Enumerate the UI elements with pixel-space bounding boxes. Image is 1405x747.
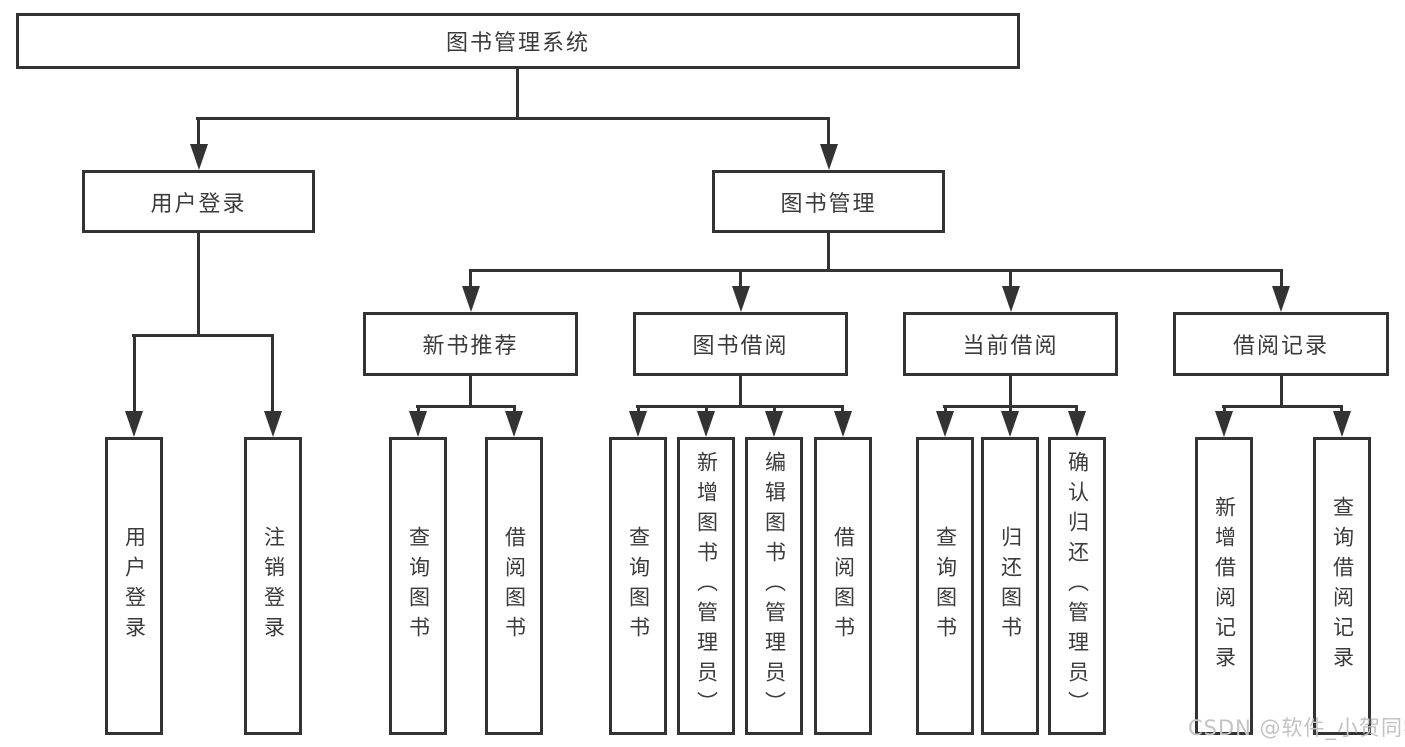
node-user-login: 用户登录 [82, 170, 315, 233]
node-borrowing-records: 借阅记录 [1173, 312, 1389, 376]
connector-root-stem [516, 69, 519, 118]
connector-leaf-drop [637, 405, 640, 415]
leaf-newbook-borrow-books-label: 借阅图书 [502, 526, 527, 646]
node-new-book-recommend-label: 新书推荐 [422, 334, 519, 359]
arrow-down-icon [409, 411, 427, 437]
leaf-borrowing-query-books: 查询图书 [609, 437, 667, 735]
leaf-logout: 注销登录 [244, 437, 302, 735]
connector-leaf-drop [841, 405, 844, 415]
node-new-book-recommend: 新书推荐 [363, 312, 578, 376]
connector-borrowing-rail [636, 405, 844, 408]
connector-leaf-drop [513, 405, 516, 415]
connector-user-login-rail [132, 334, 274, 337]
connector-leaf-drop [271, 334, 274, 413]
node-book-management-system-label: 图书管理系统 [445, 31, 590, 56]
node-book-management-system: 图书管理系统 [16, 13, 1020, 69]
arrow-down-icon [936, 411, 954, 437]
watermark: CSDN @软件_小贺同学 [1188, 716, 1405, 740]
leaf-current-confirm-return-admin-label: 确认归还（管理员） [1065, 451, 1090, 721]
connector-leaf-drop [133, 334, 136, 413]
leaf-newbook-query-books-label: 查询图书 [406, 526, 431, 646]
leaf-borrowing-add-books-admin: 新增图书（管理员） [677, 437, 735, 735]
arrow-down-icon [1002, 286, 1020, 312]
node-current-borrowing-label: 当前借阅 [962, 334, 1059, 359]
connector-leaf-drop [773, 405, 776, 415]
arrow-down-icon [505, 411, 523, 437]
node-user-login-label: 用户登录 [150, 191, 247, 217]
connector-book-mgmt-drop [827, 117, 830, 146]
node-borrowing-records-label: 借阅记录 [1232, 334, 1329, 359]
connector-borrowing-stem [739, 376, 742, 407]
leaf-records-add-record-label: 新增借阅记录 [1212, 496, 1237, 676]
leaf-newbook-query-books: 查询图书 [389, 437, 447, 735]
node-current-borrowing: 当前借阅 [903, 312, 1118, 376]
connector-newbook-rail [416, 405, 515, 408]
arrow-down-icon [1215, 411, 1233, 437]
leaf-borrowing-edit-books-admin: 编辑图书（管理员） [745, 437, 803, 735]
arrow-down-icon [462, 286, 480, 312]
connector-leaf-drop [417, 405, 420, 415]
leaf-borrowing-query-books-label: 查询图书 [626, 526, 651, 646]
connector-leaf-drop [1223, 405, 1226, 415]
connector-leaf-drop [705, 405, 708, 415]
arrow-down-icon [1272, 286, 1290, 312]
arrow-down-icon [1333, 411, 1351, 437]
connector-leaf-drop [1340, 405, 1343, 415]
connector-user-login-stem [197, 233, 200, 335]
connector-module-drop [739, 269, 742, 292]
leaf-records-add-record: 新增借阅记录 [1195, 437, 1253, 735]
leaf-current-query-books: 查询图书 [916, 437, 974, 735]
leaf-current-return-books-label: 归还图书 [998, 526, 1023, 646]
leaf-user-login-label: 用户登录 [122, 526, 147, 646]
connector-leaf-drop [1009, 405, 1012, 415]
connector-records-stem [1280, 376, 1283, 407]
leaf-borrowing-borrow-books-label: 借阅图书 [831, 526, 856, 646]
connector-leaf-drop [1075, 405, 1078, 415]
arrow-down-icon [820, 144, 838, 170]
arrow-down-icon [190, 144, 208, 170]
connector-book-mgmt-stem [827, 233, 830, 271]
connector-module-drop [1009, 269, 1012, 292]
leaf-user-login: 用户登录 [105, 437, 163, 735]
connector-current-stem [1009, 376, 1012, 407]
leaf-records-query-record: 查询借阅记录 [1313, 437, 1371, 735]
connector-module-drop [1280, 269, 1283, 292]
node-book-management-label: 图书管理 [780, 191, 877, 217]
leaf-newbook-borrow-books: 借阅图书 [485, 437, 543, 735]
leaf-current-confirm-return-admin: 确认归还（管理员） [1048, 437, 1106, 735]
leaf-current-query-books-label: 查询图书 [933, 526, 958, 646]
leaf-borrowing-add-books-admin-label: 新增图书（管理员） [694, 451, 719, 721]
connector-user-login-drop [197, 117, 200, 146]
leaf-borrowing-edit-books-admin-label: 编辑图书（管理员） [762, 451, 787, 721]
node-book-borrowing-label: 图书借阅 [692, 334, 789, 359]
leaf-records-query-record-label: 查询借阅记录 [1330, 496, 1355, 676]
connector-leaf-drop [944, 405, 947, 415]
connector-root-rail [196, 117, 830, 120]
leaf-borrowing-borrow-books: 借阅图书 [814, 437, 872, 735]
arrow-down-icon [732, 286, 750, 312]
arrow-down-icon [125, 411, 143, 437]
connector-book-mgmt-rail [469, 269, 1283, 272]
arrow-down-icon [765, 411, 783, 437]
node-book-management: 图书管理 [712, 170, 945, 233]
connector-newbook-stem [469, 376, 472, 407]
arrow-down-icon [697, 411, 715, 437]
arrow-down-icon [1001, 411, 1019, 437]
arrow-down-icon [834, 411, 852, 437]
arrow-down-icon [629, 411, 647, 437]
connector-records-rail [1222, 405, 1343, 408]
node-book-borrowing: 图书借阅 [633, 312, 848, 376]
leaf-current-return-books: 归还图书 [981, 437, 1039, 735]
arrow-down-icon [1068, 411, 1086, 437]
leaf-logout-label: 注销登录 [261, 526, 286, 646]
connector-module-drop [469, 269, 472, 292]
arrow-down-icon [264, 411, 282, 437]
